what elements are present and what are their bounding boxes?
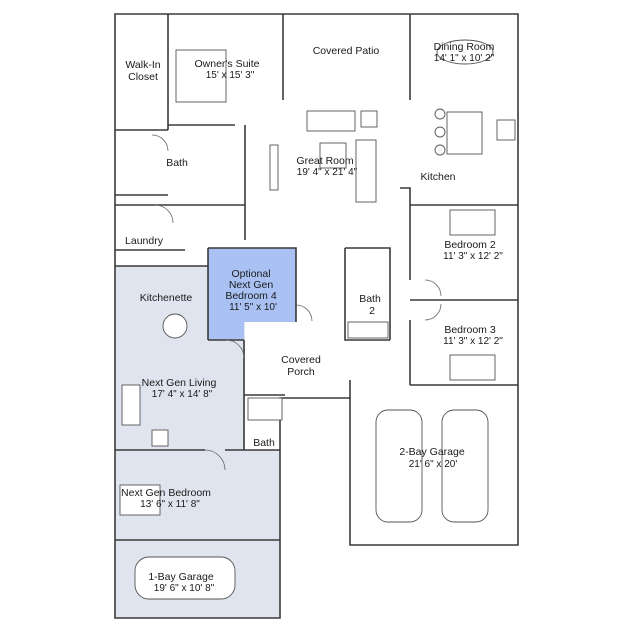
room-labels: Walk-In Closet Owner's Suite 15' x 15' 3… — [121, 41, 503, 594]
owners-suite-label: Owner's Suite — [194, 58, 259, 70]
great-room-label: Great Room — [296, 155, 353, 167]
next-gen-bedroom-dims: 13' 6" x 11' 8" — [140, 499, 200, 510]
exterior-walls — [114, 13, 519, 619]
range — [496, 119, 516, 141]
car-1-bay — [134, 556, 236, 600]
dining-room-label: Dining Room — [434, 41, 495, 53]
bath-2-label-2: 2 — [369, 305, 375, 317]
next-gen-middle-shade — [208, 340, 245, 450]
next-gen-bedroom-label: Next Gen Bedroom — [121, 487, 211, 499]
optional-bedroom-4-dims: 11' 5" x 10' — [229, 302, 277, 313]
bath2-tub — [347, 321, 389, 339]
optional-bedroom-4-area — [208, 248, 296, 340]
walk-in-closet-label-2: Closet — [128, 71, 158, 83]
bath-owner-label: Bath — [166, 157, 188, 169]
great-room-dims: 19' 4" x 21' 4" — [297, 167, 358, 178]
tv-stand — [269, 144, 279, 191]
car-2-bay-right — [441, 409, 489, 523]
bedroom-2-dims: 11' 3" x 12' 2" — [443, 251, 503, 262]
two-bay-garage-dims: 21' 6" x 20' — [409, 459, 458, 470]
kitchenette-table — [162, 313, 188, 339]
optional-bedroom-4-label-2: Next Gen — [229, 279, 274, 291]
optional-bedroom-4-label-3: Bedroom 4 — [225, 290, 277, 302]
bedroom-2-label: Bedroom 2 — [444, 239, 496, 251]
bedroom-3-label: Bedroom 3 — [444, 324, 496, 336]
covered-patio-label: Covered Patio — [313, 45, 380, 57]
door-swings — [151, 134, 442, 471]
laundry-label: Laundry — [125, 235, 164, 247]
stool-2 — [434, 126, 446, 138]
two-bay-garage-label: 2-Bay Garage — [399, 446, 465, 458]
next-gen-living-dims: 17' 4" x 14' 8" — [152, 389, 213, 400]
bath-next-gen-label: Bath — [253, 437, 275, 449]
covered-porch-label: Covered — [281, 354, 321, 366]
dining-room-dims: 14' 1" x 10' 2" — [434, 53, 495, 64]
car-2-bay-left — [375, 409, 423, 523]
next-gen-living-label: Next Gen Living — [142, 377, 217, 389]
kitchen-label: Kitchen — [420, 171, 455, 183]
next-gen-bed — [119, 484, 161, 516]
bed-2 — [449, 209, 496, 236]
interior-walls — [115, 14, 518, 541]
couch-great-room — [355, 139, 377, 203]
bedroom-3-dims: 11' 3" x 12' 2" — [443, 336, 503, 347]
bed-3 — [449, 354, 496, 381]
next-gen-shower — [247, 397, 283, 421]
walk-in-closet-label: Walk-In — [125, 59, 160, 71]
owners-bed — [175, 49, 227, 103]
next-gen-sofa — [121, 384, 141, 426]
coffee-table — [319, 142, 347, 169]
kitchenette-label: Kitchenette — [140, 292, 193, 304]
stool-3 — [434, 144, 446, 156]
stool-1 — [434, 108, 446, 120]
owners-suite-dims: 15' x 15' 3" — [206, 70, 255, 81]
covered-porch-label-2: Porch — [287, 366, 315, 378]
dining-table — [436, 39, 494, 65]
kitchen-island — [446, 111, 483, 155]
bath-2-label: Bath — [359, 293, 381, 305]
optional-bedroom-4-label-1: Optional — [231, 268, 270, 280]
fixtures — [119, 39, 516, 600]
one-bay-garage-dims: 19' 6" x 10' 8" — [154, 583, 215, 594]
chair-great-room — [360, 110, 378, 128]
next-gen-chair — [151, 429, 169, 447]
sofa-great-room — [306, 110, 356, 132]
one-bay-garage-label: 1-Bay Garage — [148, 571, 214, 583]
